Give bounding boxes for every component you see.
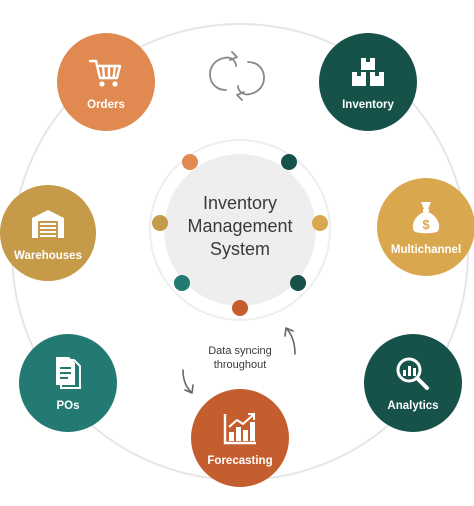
center-disc — [164, 154, 316, 306]
documents-icon — [52, 354, 84, 394]
center-title-line-1: Inventory — [202, 193, 278, 213]
inner-dot-gold-right — [312, 215, 328, 231]
inner-dot-teal — [174, 275, 190, 291]
node-label-analytics: Analytics — [387, 400, 439, 412]
inner-ring — [149, 139, 331, 321]
node-label-inventory: Inventory — [342, 99, 394, 111]
node-warehouses: Warehouses — [0, 185, 96, 281]
inner-dot-orange — [182, 154, 198, 170]
inner-dot-dark-green — [281, 154, 297, 170]
node-forecasting: Forecasting — [191, 389, 289, 487]
sync-cycle-icon — [209, 51, 265, 101]
node-pos: POs — [19, 334, 117, 432]
node-label-multichannel: Multichannel — [390, 244, 462, 256]
inner-dot-rust — [232, 300, 248, 316]
svg-text:$: $ — [422, 217, 430, 232]
node-inventory: Inventory — [319, 33, 417, 131]
node-label-orders: Orders — [87, 99, 125, 111]
node-orders: Orders — [57, 33, 155, 131]
node-analytics: Analytics — [364, 334, 462, 432]
node-multichannel: $ Multichannel — [377, 178, 474, 276]
shopping-cart-icon — [88, 53, 124, 93]
inner-dot-dark-green-right — [290, 275, 306, 291]
money-bag-icon: $ — [410, 198, 442, 238]
node-label-forecasting: Forecasting — [207, 455, 273, 467]
node-label-warehouses: Warehouses — [14, 250, 82, 262]
magnifier-chart-icon — [395, 354, 431, 394]
sync-note-line-1: Data syncing — [208, 345, 272, 357]
sync-note: Data syncing throughout — [190, 344, 290, 372]
center-title-line-2: Management — [187, 216, 293, 236]
inner-dot-gold-left — [152, 215, 168, 231]
bar-chart-icon — [222, 409, 258, 449]
sync-arrow-right — [284, 327, 296, 355]
sync-arrow-left — [182, 369, 194, 394]
sync-note-line-2: throughout — [213, 359, 267, 371]
node-label-pos: POs — [56, 400, 80, 412]
warehouse-icon — [30, 204, 66, 244]
center-title: Inventory Management System — [160, 192, 320, 261]
center-title-line-3: System — [209, 239, 270, 259]
boxes-icon — [350, 53, 386, 93]
